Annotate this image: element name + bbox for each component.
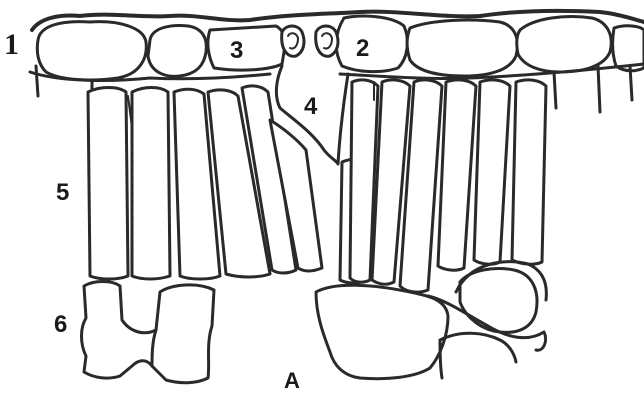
spongy-cell xyxy=(82,282,215,383)
palisade-cell xyxy=(438,80,476,270)
epidermal-cell xyxy=(148,26,206,77)
label-6: 6 xyxy=(54,311,67,338)
spongy-cell xyxy=(460,269,537,333)
spongy-cell xyxy=(316,285,448,378)
epidermal-cell xyxy=(336,16,407,72)
label-3: 3 xyxy=(230,37,243,64)
label-4: 4 xyxy=(304,93,318,120)
palisade-cell xyxy=(474,80,510,264)
peg xyxy=(630,66,632,100)
peg xyxy=(598,66,600,112)
epidermal-cell xyxy=(208,26,285,70)
palisade-cell xyxy=(132,88,170,280)
stoma-guard-cells xyxy=(282,26,338,56)
upper-epidermis xyxy=(37,16,644,80)
label-1: 1 xyxy=(4,28,19,61)
epidermal-cell xyxy=(37,22,146,80)
epidermal-cell xyxy=(407,20,517,76)
palisade-cell xyxy=(512,80,546,264)
label-2: 2 xyxy=(356,35,369,62)
guard-cell-left xyxy=(282,26,304,56)
epidermal-cell xyxy=(517,17,612,73)
guard-cell-right xyxy=(316,26,338,56)
palisade-cell xyxy=(88,88,128,280)
figure-letter: A xyxy=(284,368,300,393)
peg xyxy=(36,66,38,96)
peg xyxy=(554,72,556,108)
label-5: 5 xyxy=(56,179,69,206)
